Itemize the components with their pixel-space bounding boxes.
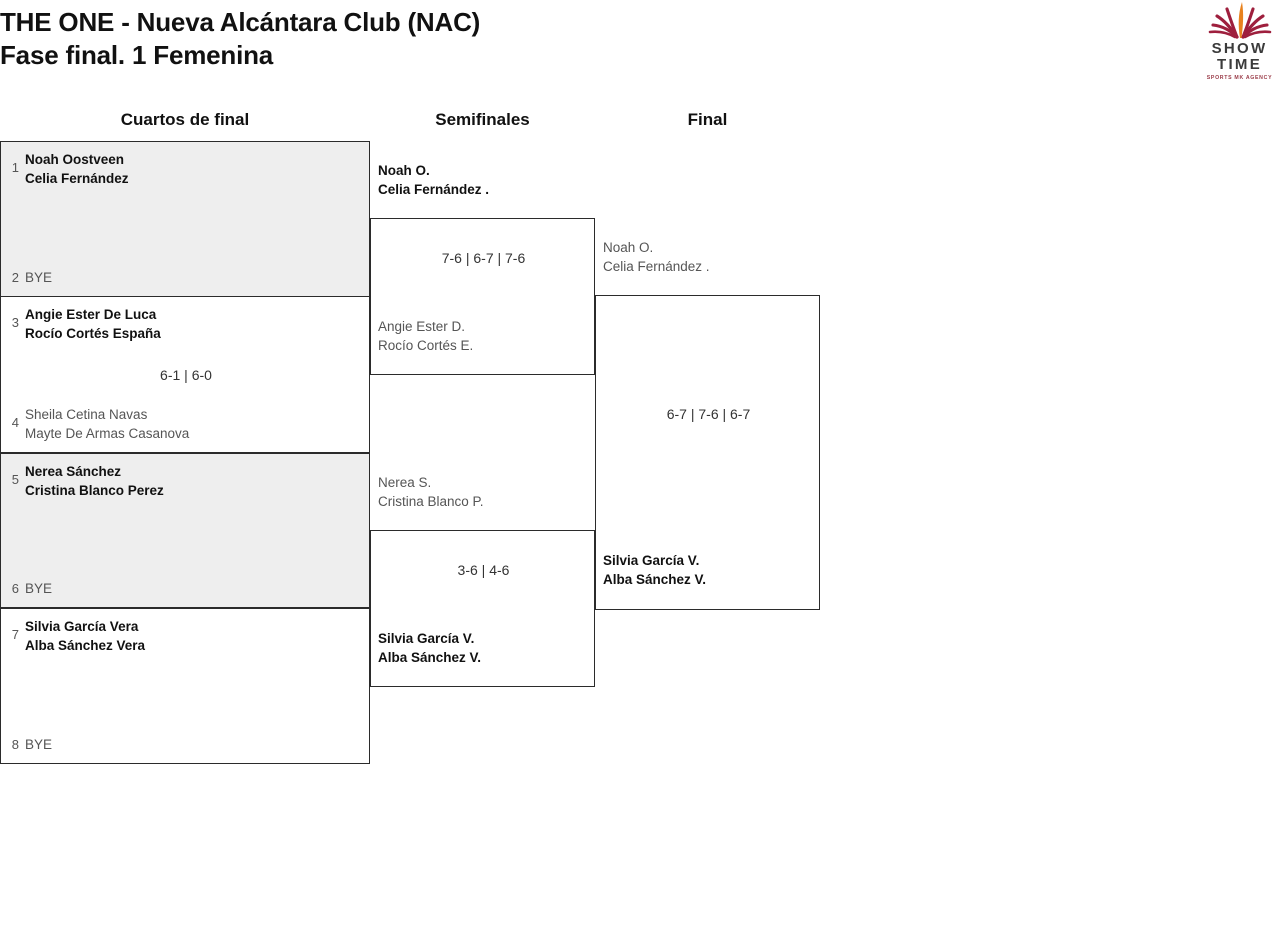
tournament-name: THE ONE - Nueva Alcántara Club (NAC) (0, 7, 481, 37)
match-sf-1[interactable]: Noah O. Celia Fernández . 7-6 | 6-7 | 7-… (370, 163, 595, 375)
seed-number: 2 (11, 270, 19, 285)
tournament-phase: Fase final. 1 Femenina (0, 40, 274, 70)
logo-word-time: TIME (1216, 56, 1263, 73)
match-slot-top[interactable]: 5 Nerea Sánchez Cristina Blanco Perez (1, 463, 371, 500)
match-slot-top[interactable]: 7 Silvia García Vera Alba Sánchez Vera (1, 618, 371, 655)
seed-number: 6 (11, 581, 19, 596)
round-header-final: Final (687, 110, 728, 129)
match-slot-bottom[interactable]: Angie Ester D. Rocío Cortés E. (378, 319, 474, 353)
match-qf-2[interactable]: 3 Angie Ester De Luca Rocío Cortés Españ… (0, 296, 370, 453)
match-score: 6-7 | 7-6 | 6-7 (666, 406, 751, 422)
team-name: Noah Oostveen Celia Fernández (25, 152, 129, 186)
match-score: 3-6 | 4-6 (457, 562, 510, 578)
logo-word-show: SHOW (1211, 40, 1268, 57)
logo-tagline: SPORTS MK AGENCY (1206, 75, 1273, 81)
match-score: 6-1 | 6-0 (160, 367, 212, 383)
round-header-quarterfinals: Cuartos de final (120, 110, 250, 129)
match-score: 7-6 | 6-7 | 7-6 (441, 250, 526, 266)
seed-number: 5 (11, 472, 19, 487)
seed-number: 4 (11, 415, 19, 430)
fireworks-burst-icon (1208, 2, 1271, 39)
round-header-semifinals: Semifinales (435, 110, 530, 129)
match-slot-bottom[interactable]: 4 Sheila Cetina Navas Mayte De Armas Cas… (1, 406, 371, 443)
match-slot-bottom[interactable]: 8 BYE (1, 736, 371, 754)
team-name: BYE (25, 737, 53, 752)
team-name: BYE (25, 270, 53, 285)
match-slot-bottom[interactable]: 2 BYE (1, 269, 371, 287)
match-slot-top[interactable]: Nerea S. Cristina Blanco P. (378, 475, 484, 509)
match-final[interactable]: Noah O. Celia Fernández . 6-7 | 7-6 | 6-… (595, 240, 820, 610)
team-name: Angie Ester De Luca Rocío Cortés España (25, 307, 161, 341)
match-slot-bottom[interactable]: 6 BYE (1, 580, 371, 598)
showtime-logo: SHOW TIME SPORTS MK AGENCY (1199, 0, 1280, 82)
page-title: THE ONE - Nueva Alcántara Club (NAC) Fas… (0, 6, 480, 72)
match-qf-3[interactable]: 5 Nerea Sánchez Cristina Blanco Perez 6 … (0, 453, 370, 608)
seed-number: 1 (11, 160, 19, 175)
match-slot-top[interactable]: 3 Angie Ester De Luca Rocío Cortés Españ… (1, 306, 371, 343)
match-slot-bottom[interactable]: Silvia García V. Alba Sánchez V. (378, 631, 482, 665)
team-name: BYE (25, 581, 53, 596)
match-qf-1[interactable]: 1 Noah Oostveen Celia Fernández 2 BYE (0, 141, 370, 297)
team-name: Sheila Cetina Navas Mayte De Armas Casan… (25, 407, 190, 441)
match-slot-top[interactable]: Noah O. Celia Fernández . (603, 240, 710, 274)
seed-number: 3 (11, 315, 19, 330)
match-sf-2[interactable]: Nerea S. Cristina Blanco P. 3-6 | 4-6 Si… (370, 475, 595, 687)
team-name: Silvia García Vera Alba Sánchez Vera (25, 619, 146, 653)
match-qf-4[interactable]: 7 Silvia García Vera Alba Sánchez Vera 8… (0, 608, 370, 764)
seed-number: 8 (11, 737, 19, 752)
seed-number: 7 (11, 627, 19, 642)
match-slot-top[interactable]: Noah O. Celia Fernández . (378, 163, 490, 197)
match-slot-top[interactable]: 1 Noah Oostveen Celia Fernández (1, 151, 371, 188)
team-name: Nerea Sánchez Cristina Blanco Perez (25, 464, 164, 498)
match-slot-bottom[interactable]: Silvia García V. Alba Sánchez V. (603, 553, 707, 587)
